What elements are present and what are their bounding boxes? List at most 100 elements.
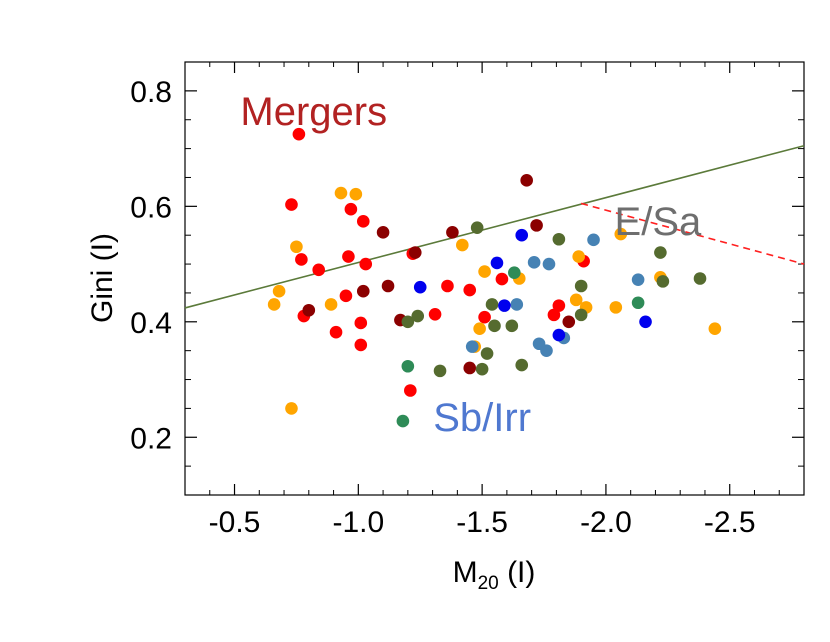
data-point — [505, 319, 519, 333]
data-point — [478, 265, 491, 278]
data-point — [475, 362, 489, 376]
data-point — [312, 263, 326, 277]
ticks: -0.5 -1.0 -1.5 -2.0 -2.5 0.2 0.4 0.6 0.8 — [130, 61, 805, 539]
data-point — [478, 310, 491, 324]
data-point — [488, 319, 501, 333]
data-point — [356, 215, 370, 228]
data-point — [433, 364, 447, 378]
data-point — [290, 240, 303, 254]
annotation-label: E/Sa — [615, 200, 702, 244]
data-point — [552, 232, 566, 246]
data-point — [344, 202, 358, 216]
x-tick-label: -0.5 — [209, 506, 261, 539]
data-point — [490, 256, 504, 270]
data-points — [267, 127, 722, 428]
data-point — [376, 226, 390, 239]
data-point — [295, 253, 308, 266]
data-point — [401, 359, 415, 373]
data-point — [569, 293, 583, 307]
data-point — [339, 289, 353, 303]
data-point — [356, 284, 370, 298]
annotation-label: Sb/Irr — [433, 396, 531, 440]
data-point — [441, 279, 454, 293]
data-point — [342, 250, 355, 263]
data-point — [267, 298, 281, 311]
data-point — [354, 338, 368, 352]
data-point — [329, 325, 343, 339]
data-point — [552, 299, 566, 312]
data-point — [456, 238, 469, 252]
x-axis-title-subscript: 20 — [478, 573, 499, 594]
x-tick-label: -2.5 — [704, 506, 756, 539]
data-point — [639, 315, 652, 329]
y-tick-label: 0.8 — [130, 76, 172, 109]
e-sa-boundary-line — [580, 202, 805, 265]
data-point — [515, 358, 529, 372]
x-axis-title: M20 (I) — [453, 556, 536, 594]
data-point — [354, 316, 368, 330]
data-point — [498, 299, 511, 312]
data-point — [485, 298, 499, 311]
data-point — [527, 256, 541, 269]
data-point — [285, 402, 298, 415]
data-point — [656, 275, 670, 288]
y-tick-label: 0.4 — [130, 307, 172, 340]
data-point — [463, 361, 477, 375]
data-point — [285, 198, 298, 211]
data-point — [470, 221, 484, 234]
data-point — [413, 280, 427, 294]
data-point — [396, 414, 410, 428]
data-point — [508, 266, 521, 280]
data-point — [574, 308, 588, 322]
data-point — [547, 308, 561, 322]
data-point — [359, 257, 373, 271]
data-point — [381, 279, 395, 293]
data-point — [552, 328, 566, 342]
data-point — [693, 272, 707, 285]
data-point — [542, 257, 556, 271]
y-tick-label: 0.2 — [130, 422, 172, 455]
x-tick-label: -2.0 — [580, 506, 632, 539]
data-point — [587, 233, 600, 247]
data-point — [401, 315, 415, 329]
y-tick-label: 0.6 — [130, 191, 172, 224]
data-point — [473, 322, 486, 336]
data-point — [324, 298, 338, 311]
y-axis-title: Gini (I) — [86, 233, 119, 323]
data-point — [614, 227, 628, 241]
data-point — [520, 174, 533, 187]
data-point — [572, 250, 585, 263]
data-point — [446, 226, 459, 239]
data-point — [272, 284, 286, 298]
data-point — [708, 322, 722, 336]
x-tick-label: -1.5 — [456, 506, 508, 539]
data-point — [574, 279, 588, 293]
data-point — [654, 246, 667, 259]
axes-frame — [184, 61, 805, 496]
merger-boundary-line — [184, 144, 805, 309]
data-point — [428, 307, 442, 321]
x-axis-title-tail: (I) — [499, 556, 536, 589]
data-point — [631, 273, 645, 286]
data-point — [408, 246, 422, 259]
data-point — [495, 272, 509, 286]
data-point — [540, 344, 553, 357]
data-point — [631, 296, 645, 310]
data-point — [292, 127, 306, 141]
annotation-label: Mergers — [240, 90, 387, 134]
data-point — [530, 219, 543, 232]
x-tick-label: -1.0 — [332, 506, 384, 539]
data-point — [480, 347, 494, 360]
x-axis-title-main: M — [453, 556, 478, 589]
data-point — [510, 298, 524, 311]
data-point — [404, 384, 417, 397]
data-point — [609, 301, 623, 314]
data-point — [349, 187, 363, 201]
data-point — [515, 228, 529, 242]
data-point — [411, 309, 425, 323]
data-point — [465, 340, 479, 353]
data-point — [463, 283, 477, 297]
boundary-lines — [184, 144, 805, 309]
